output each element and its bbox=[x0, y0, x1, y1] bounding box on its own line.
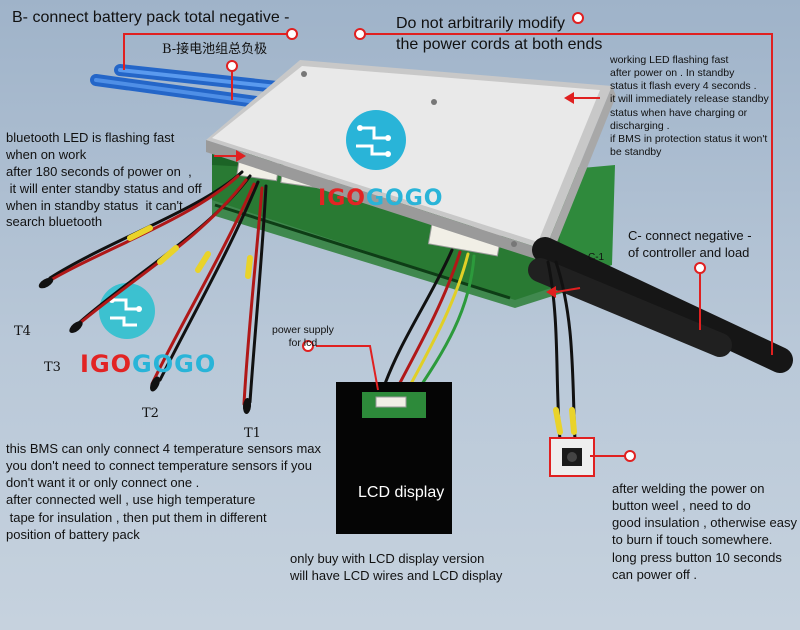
sensor-label-t4: T4 bbox=[14, 324, 31, 339]
annotation-markers bbox=[226, 12, 706, 462]
c-minus-cables bbox=[528, 237, 793, 373]
annotation-lines bbox=[123, 33, 773, 457]
push-button-icon bbox=[549, 437, 595, 477]
bluetooth-led-note: bluetooth LED is flashing fast when on w… bbox=[6, 130, 202, 230]
aluminium-cover bbox=[206, 60, 616, 262]
working-led-note: working LED flashing fast after power on… bbox=[610, 54, 769, 158]
brand-watermark: IGOGOGO bbox=[80, 350, 217, 378]
lcd-display-panel bbox=[336, 382, 452, 534]
temperature-sensor-wires bbox=[38, 170, 268, 414]
c-minus-label: C- connect negative - of controller and … bbox=[628, 228, 752, 260]
button-wires bbox=[546, 260, 577, 442]
lcd-wires bbox=[380, 248, 476, 398]
b-minus-label: B- connect battery pack total negative - bbox=[12, 9, 290, 26]
lcd-version-note: only buy with LCD display version will h… bbox=[290, 551, 503, 584]
brand-watermark: IGOGOGO bbox=[318, 186, 444, 211]
b-minus-cn-label: B-接电池组总负极 bbox=[162, 42, 268, 57]
button-insulation-note: after welding the power on button weel ,… bbox=[612, 481, 798, 582]
board-mark: C-1 bbox=[588, 252, 605, 263]
sensor-label-t3: T3 bbox=[44, 360, 61, 375]
no-modify-warning: Do not arbitrarily modify the power cord… bbox=[396, 15, 603, 53]
lcd-display-label: LCD display bbox=[358, 484, 445, 501]
annotation-arrows bbox=[236, 92, 574, 298]
sensor-label-t1: T1 bbox=[244, 426, 261, 441]
sensor-label-t2: T2 bbox=[142, 406, 159, 421]
temperature-sensors-note: this BMS can only connect 4 temperature … bbox=[6, 441, 322, 542]
circuit-logo-icon bbox=[346, 110, 406, 170]
power-supply-lcd-label: power supply for lcd bbox=[272, 324, 334, 349]
circuit-logo-icon bbox=[99, 283, 155, 339]
